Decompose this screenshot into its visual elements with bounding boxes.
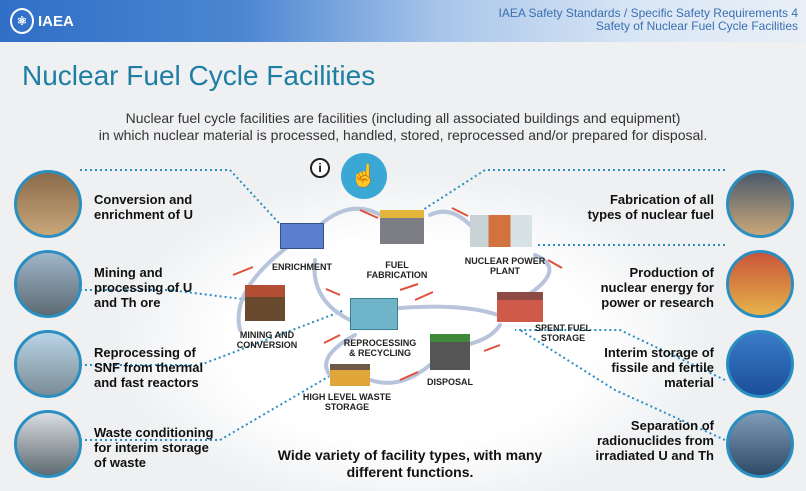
facility-enrichment: ENRICHMENT (272, 262, 332, 272)
info-icon[interactable]: i (310, 158, 330, 178)
facility-spent-fuel-storage: SPENT FUEL STORAGE (534, 323, 591, 343)
hlw-storage-building (330, 364, 370, 386)
iaea-logo[interactable]: ⚛IAEA (10, 8, 74, 34)
intro-text: Nuclear fuel cycle facilities are facili… (0, 110, 806, 144)
fuel-fabrication-photo[interactable] (726, 170, 794, 238)
right-item-interim-storage: Interim storage of fissile and fertile m… (604, 345, 714, 390)
facility-fuel-fabrication: FUEL FABRICATION (366, 260, 428, 280)
facility-reprocessing-recycling: REPROCESSING & RECYCLING (343, 338, 417, 358)
left-item-conversion: Conversion and enrichment of U (94, 192, 193, 222)
document-reference: IAEA Safety Standards / Specific Safety … (499, 7, 799, 33)
reprocessing-building (350, 298, 398, 330)
reprocessing-photo[interactable] (14, 330, 82, 398)
header-banner: ⚛IAEA IAEA Safety Standards / Specific S… (0, 0, 806, 42)
intro-line-1: Nuclear fuel cycle facilities are facili… (125, 110, 681, 126)
spent-fuel-building (497, 292, 543, 322)
facility-nuclear-power-plant: NUCLEAR POWER PLANT (464, 256, 546, 276)
header-line-1: IAEA Safety Standards / Specific Safety … (498, 6, 799, 20)
separation-photo[interactable] (726, 410, 794, 478)
mining-building (245, 285, 285, 321)
facility-high-level-waste-storage: HIGH LEVEL WASTE STORAGE (302, 392, 392, 412)
logo-text: IAEA (38, 12, 74, 30)
facility-disposal: DISPOSAL (426, 377, 473, 387)
right-item-separation: Separation of radionuclides from irradia… (595, 418, 714, 463)
intro-line-2: in which nuclear material is processed, … (98, 127, 708, 143)
left-item-mining: Mining and processing of U and Th ore (94, 265, 193, 310)
interim-storage-photo[interactable] (726, 330, 794, 398)
footer-caption: Wide variety of facility types, with man… (277, 447, 543, 480)
header-line-2: Safety of Nuclear Fuel Cycle Facilities (595, 19, 798, 33)
waste-conditioning-photo[interactable] (14, 410, 82, 478)
disposal-site (430, 334, 470, 370)
conversion-photo[interactable] (14, 170, 82, 238)
atom-icon: ⚛ (10, 8, 34, 34)
left-item-waste-conditioning: Waste conditioning for interim storage o… (94, 425, 214, 470)
right-item-fabrication: Fabrication of all types of nuclear fuel (587, 192, 714, 222)
energy-production-photo[interactable] (726, 250, 794, 318)
touch-interaction-icon[interactable]: ☝ (341, 153, 387, 199)
facility-mining-conversion: MINING AND CONVERSION (236, 330, 298, 350)
left-item-reprocessing: Reprocessing of SNF from thermal and fas… (94, 345, 204, 390)
right-item-energy: Production of nuclear energy for power o… (600, 265, 714, 310)
power-plant-building (470, 215, 532, 247)
fuel-fabrication-building (380, 210, 424, 244)
mining-photo[interactable] (14, 250, 82, 318)
page-title: Nuclear Fuel Cycle Facilities (22, 60, 376, 91)
background (0, 42, 806, 491)
enrichment-building (280, 223, 324, 249)
